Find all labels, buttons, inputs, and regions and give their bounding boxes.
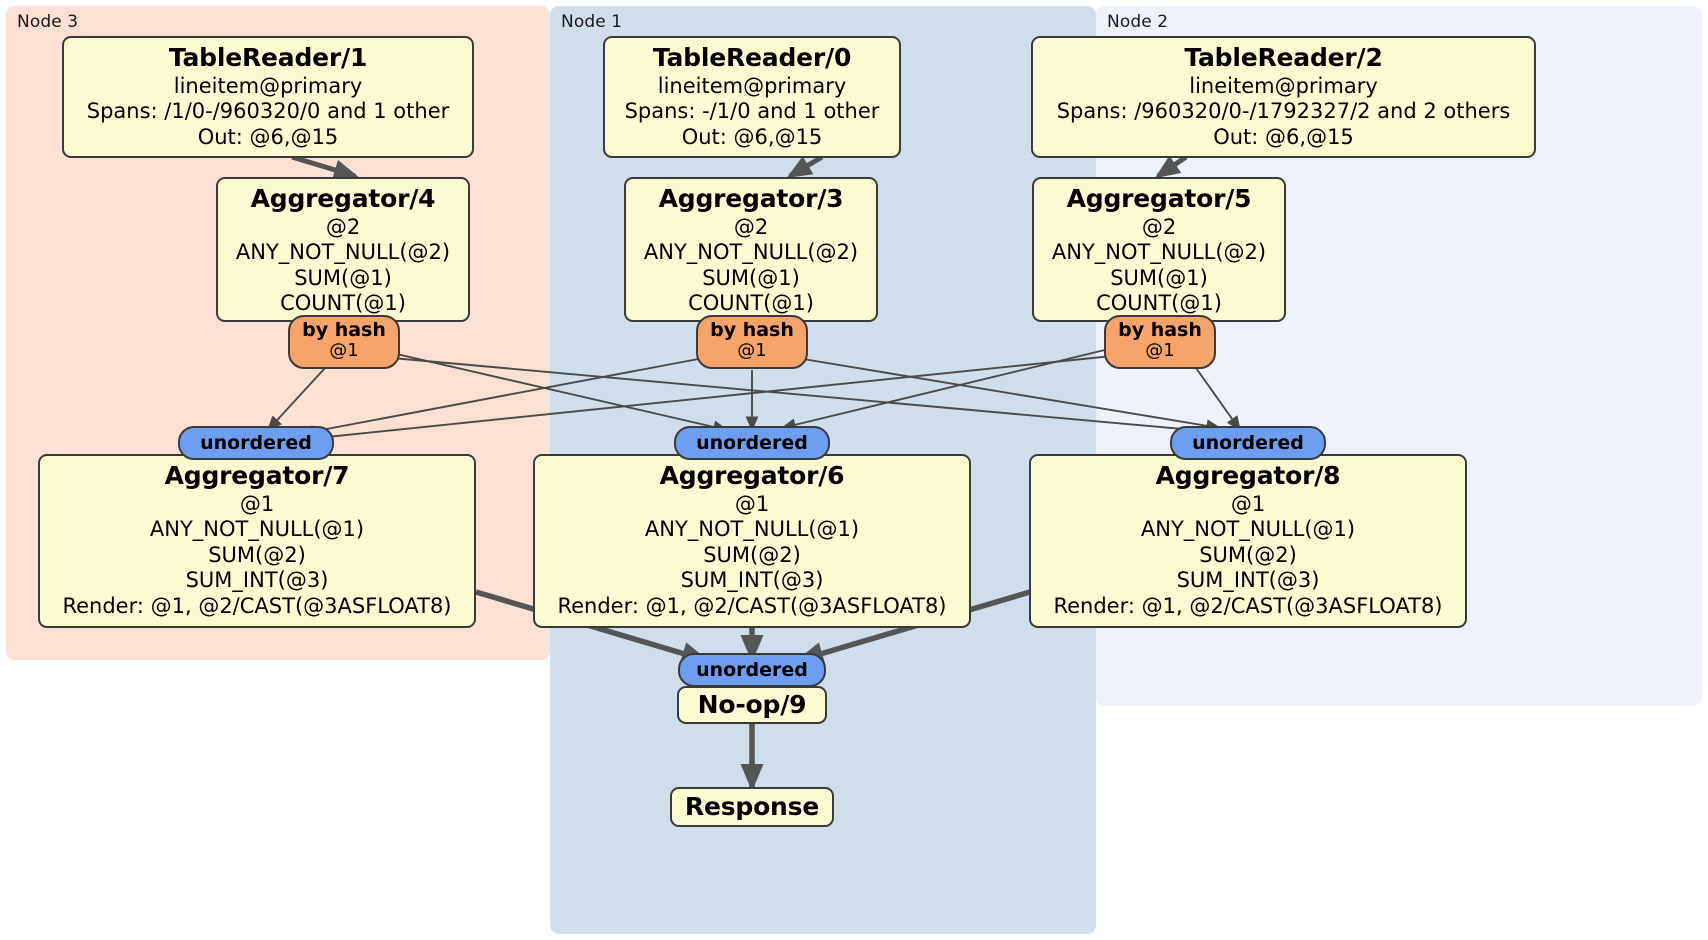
processor-title: No-op/9 (697, 689, 807, 719)
processor-detail-line: SUM(@2) (208, 542, 306, 567)
processor-detail-line: @2 (1141, 214, 1177, 239)
synchronizer-unordered-left[interactable]: unordered (178, 426, 334, 460)
processor-detail-line: ANY_NOT_NULL(@1) (149, 517, 365, 542)
processor-detail-line: lineitem@primary (1189, 73, 1378, 98)
processor-detail-line: ANY_NOT_NULL(@1) (1140, 517, 1356, 542)
synchronizer-label: unordered (696, 658, 808, 681)
processor-aggregator-5[interactable]: Aggregator/5 @2 ANY_NOT_NULL(@2) SUM(@1)… (1032, 177, 1286, 322)
router-label: by hash (302, 319, 386, 341)
processor-detail-line: SUM_INT(@3) (1176, 568, 1320, 593)
synchronizer-label: unordered (200, 431, 312, 454)
synchronizer-unordered-final[interactable]: unordered (678, 653, 826, 687)
synchronizer-unordered-right[interactable]: unordered (1170, 426, 1326, 460)
processor-detail-line: SUM(@2) (703, 542, 801, 567)
router-label: by hash (1118, 319, 1202, 341)
synchronizer-label: unordered (1192, 431, 1304, 454)
processor-aggregator-8[interactable]: Aggregator/8 @1 ANY_NOT_NULL(@1) SUM(@2)… (1029, 454, 1467, 628)
processor-title: Aggregator/3 (658, 184, 844, 213)
processor-detail-line: SUM(@1) (1110, 265, 1208, 290)
processor-aggregator-6[interactable]: Aggregator/6 @1 ANY_NOT_NULL(@1) SUM(@2)… (533, 454, 971, 628)
processor-detail-line: Out: @6,@15 (681, 124, 823, 149)
processor-tablereader-2[interactable]: TableReader/2 lineitem@primary Spans: /9… (1031, 36, 1536, 158)
processor-detail-line: COUNT(@1) (1096, 291, 1222, 316)
processor-detail-line: COUNT(@1) (280, 291, 406, 316)
processor-tablereader-0[interactable]: TableReader/0 lineitem@primary Spans: -/… (603, 36, 901, 158)
router-column: @1 (1145, 339, 1175, 361)
processor-detail-line: lineitem@primary (657, 73, 847, 98)
synchronizer-label: unordered (696, 431, 808, 454)
processor-detail-line: COUNT(@1) (688, 291, 814, 316)
router-by-hash-mid[interactable]: by hash @1 (696, 315, 808, 369)
processor-title: Aggregator/7 (164, 461, 350, 490)
router-by-hash-right[interactable]: by hash @1 (1104, 315, 1216, 369)
processor-render-line: Render: @1, @2/CAST(@3ASFLOAT8) (62, 593, 452, 618)
router-by-hash-left[interactable]: by hash @1 (288, 315, 400, 369)
processor-detail-line: ANY_NOT_NULL(@2) (643, 240, 859, 265)
processor-detail-line: ANY_NOT_NULL(@2) (235, 240, 451, 265)
processor-detail-line: SUM(@2) (1199, 542, 1297, 567)
processor-render-line: Render: @1, @2/CAST(@3ASFLOAT8) (1053, 593, 1443, 618)
node-panel-label-node3: Node 3 (17, 12, 79, 32)
processor-detail-line: @1 (734, 491, 770, 516)
node-panel-label-node2: Node 2 (1107, 12, 1169, 32)
processor-detail-line: lineitem@primary (173, 73, 363, 98)
processor-title: Aggregator/4 (250, 184, 436, 213)
processor-title: TableReader/2 (1184, 43, 1383, 72)
processor-detail-line: Spans: -/1/0 and 1 other (624, 99, 880, 124)
processor-title: Response (684, 791, 820, 821)
processor-detail-line: SUM_INT(@3) (185, 568, 329, 593)
processor-aggregator-4[interactable]: Aggregator/4 @2 ANY_NOT_NULL(@2) SUM(@1)… (216, 177, 470, 322)
processor-detail-line: Spans: /1/0-/960320/0 and 1 other (86, 99, 450, 124)
processor-detail-line: Out: @6,@15 (1213, 124, 1354, 149)
processor-title: Aggregator/5 (1066, 184, 1252, 213)
router-column: @1 (737, 339, 767, 361)
processor-detail-line: @2 (733, 214, 769, 239)
processor-tablereader-1[interactable]: TableReader/1 lineitem@primary Spans: /1… (62, 36, 474, 158)
processor-detail-line: Out: @6,@15 (197, 124, 339, 149)
processor-aggregator-7[interactable]: Aggregator/7 @1 ANY_NOT_NULL(@1) SUM(@2)… (38, 454, 476, 628)
processor-detail-line: SUM(@1) (702, 265, 800, 290)
router-column: @1 (329, 339, 359, 361)
processor-detail-line: ANY_NOT_NULL(@2) (1051, 240, 1267, 265)
processor-title: Aggregator/8 (1155, 461, 1341, 490)
synchronizer-unordered-mid[interactable]: unordered (674, 426, 830, 460)
processor-title: TableReader/1 (168, 43, 368, 72)
processor-render-line: Render: @1, @2/CAST(@3ASFLOAT8) (557, 593, 947, 618)
processor-detail-line: @1 (1230, 491, 1266, 516)
processor-detail-line: SUM(@1) (294, 265, 392, 290)
node-panel-label-node1: Node 1 (561, 12, 623, 32)
processor-response[interactable]: Response (670, 787, 834, 827)
processor-aggregator-3[interactable]: Aggregator/3 @2 ANY_NOT_NULL(@2) SUM(@1)… (624, 177, 878, 322)
router-label: by hash (710, 319, 794, 341)
processor-title: Aggregator/6 (659, 461, 845, 490)
processor-detail-line: ANY_NOT_NULL(@1) (644, 517, 860, 542)
processor-detail-line: @2 (325, 214, 361, 239)
processor-title: TableReader/0 (652, 43, 852, 72)
processor-noop-9[interactable]: No-op/9 (677, 686, 827, 724)
processor-detail-line: Spans: /960320/0-/1792327/2 and 2 others (1056, 99, 1511, 124)
processor-detail-line: SUM_INT(@3) (680, 568, 824, 593)
processor-detail-line: @1 (239, 491, 275, 516)
